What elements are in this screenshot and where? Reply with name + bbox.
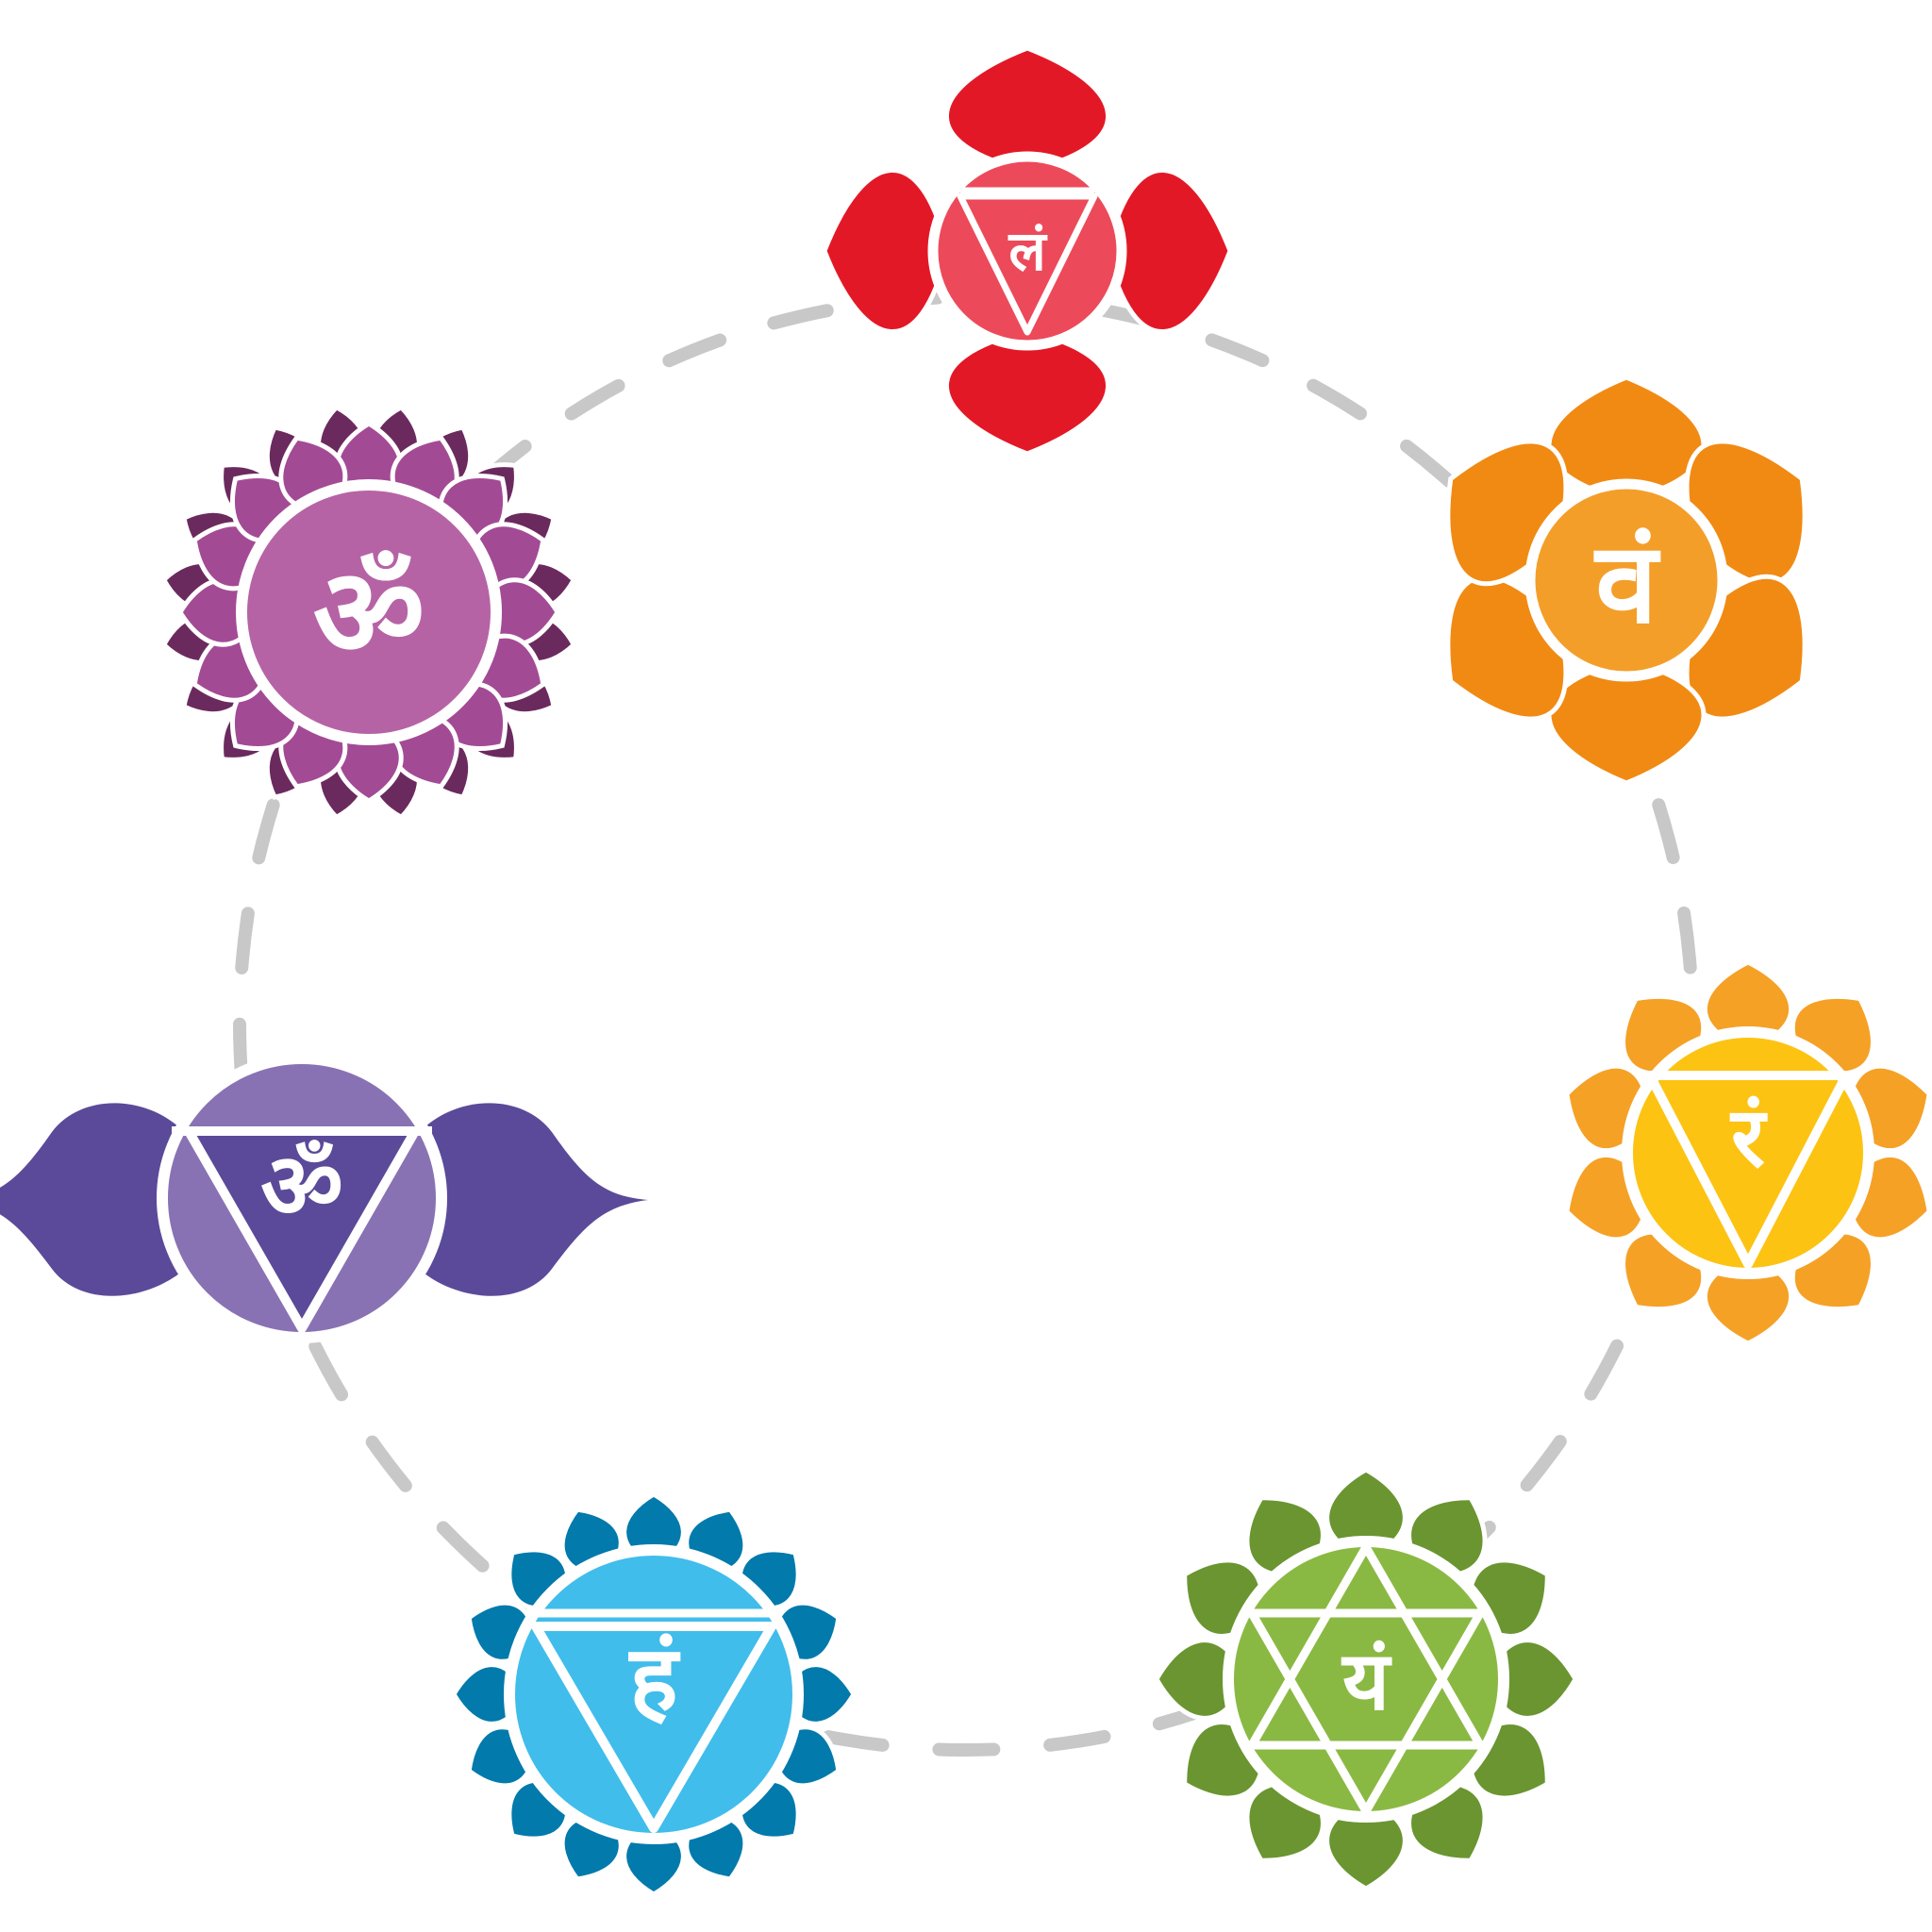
root-chakra-triangle — [957, 192, 1098, 336]
solar-plexus-chakra-bija: रं — [1729, 1089, 1768, 1186]
throat-chakra[interactable]: हं — [451, 1491, 857, 1897]
sacral-chakra-petals — [1445, 375, 1807, 786]
third-eye-chakra-wing — [425, 1103, 648, 1296]
root-chakra-petals — [822, 45, 1233, 457]
crown-chakra-bija: ॐ — [313, 541, 425, 685]
solar-plexus-chakra-triangle — [1645, 1071, 1851, 1269]
heart-chakra[interactable]: यं — [1154, 1467, 1578, 1891]
heart-chakra-petal — [1484, 1638, 1578, 1721]
root-chakra-petal — [944, 45, 1110, 174]
solar-plexus-chakra[interactable]: रं — [1554, 959, 1932, 1346]
third-eye-chakra-triangle-fill — [189, 1131, 415, 1328]
heart-chakra-triangle-down — [1247, 1608, 1485, 1816]
sacral-chakra[interactable]: वं — [1412, 375, 1840, 786]
third-eye-chakra[interactable]: ॐ — [0, 1053, 648, 1343]
root-chakra-petal — [1105, 168, 1233, 334]
heart-chakra-petal — [1324, 1797, 1407, 1891]
heart-chakra-petal — [1324, 1467, 1407, 1561]
third-eye-chakra-bija: ॐ — [260, 1133, 343, 1239]
solar-plexus-chakra-petal — [1702, 959, 1794, 1052]
solar-plexus-chakra-petal — [1702, 1254, 1794, 1346]
sacral-chakra-disc — [1524, 478, 1728, 682]
crown-chakra[interactable]: ॐ — [160, 404, 578, 822]
throat-chakra-bija: हं — [628, 1625, 681, 1731]
root-chakra[interactable]: लं — [822, 45, 1233, 457]
sacral-chakra-bija: वं — [1593, 518, 1661, 648]
root-chakra-bija: लं — [1008, 219, 1048, 283]
throat-chakra-triangle — [531, 1622, 776, 1833]
root-chakra-disc — [927, 151, 1127, 351]
root-chakra-petal — [944, 328, 1110, 457]
crown-chakra-disc — [236, 479, 502, 745]
third-eye-chakra-wing — [0, 1103, 179, 1296]
third-eye-chakra-petals — [0, 1103, 648, 1296]
heart-chakra-petal — [1154, 1638, 1248, 1721]
heart-chakra-bija: यं — [1341, 1634, 1392, 1728]
heart-chakra-triangle-up — [1247, 1542, 1485, 1750]
solar-plexus-chakra-disc — [1622, 1026, 1874, 1279]
root-chakra-petal — [822, 168, 950, 334]
